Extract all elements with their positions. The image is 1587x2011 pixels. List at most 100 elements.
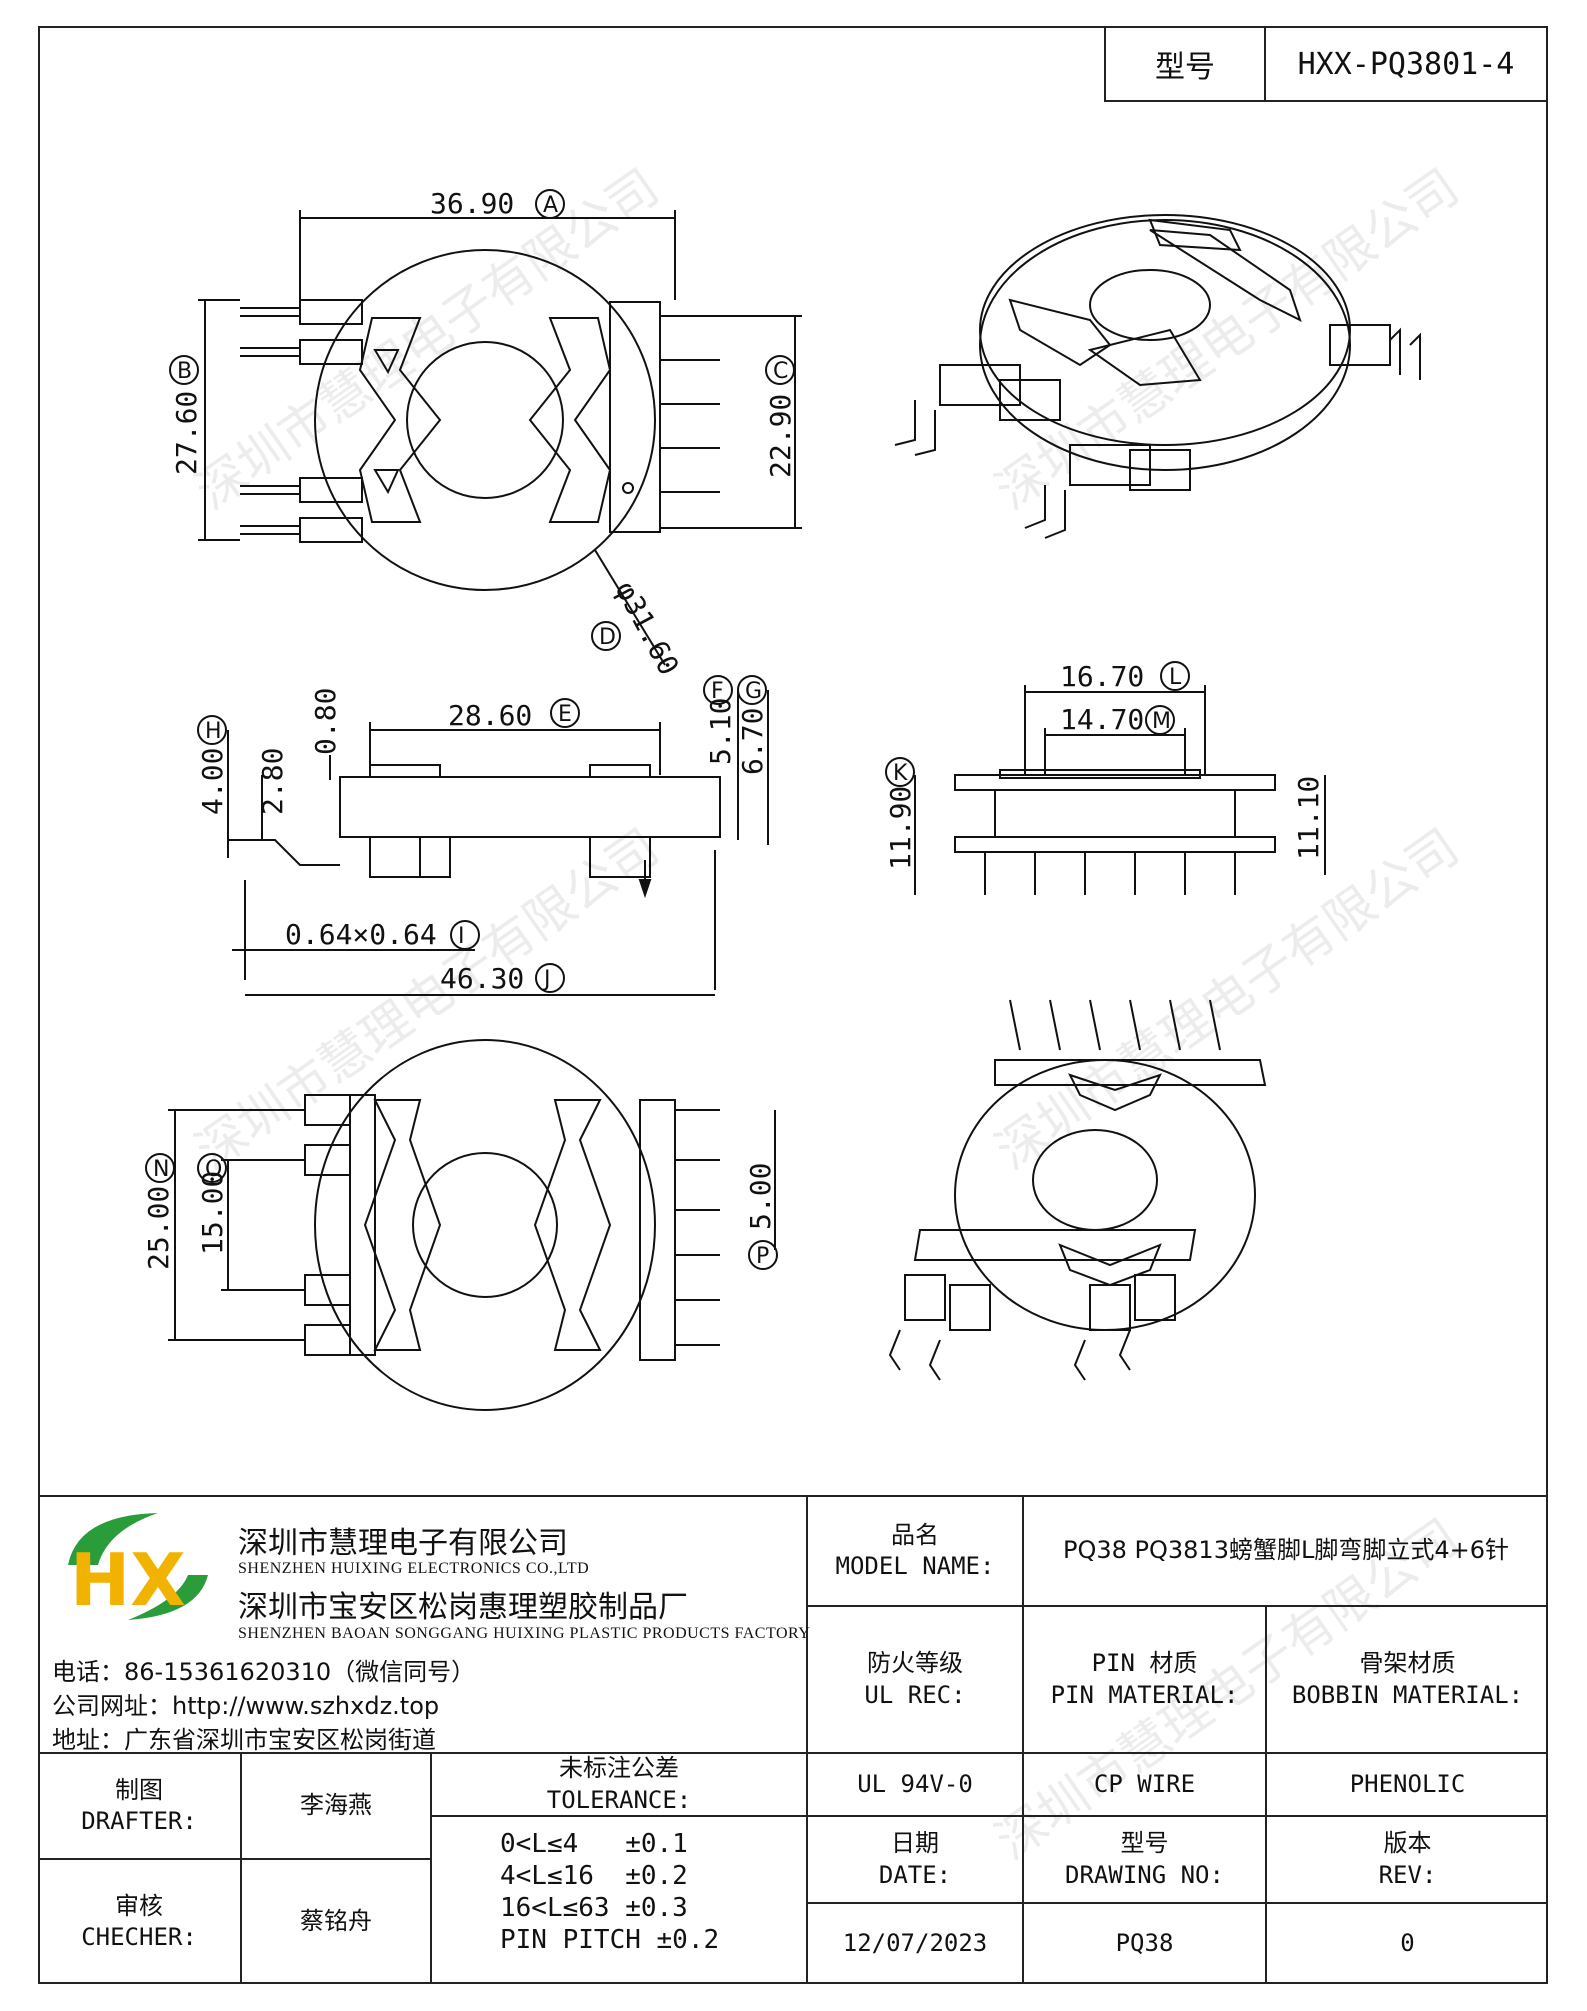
- marker-A: [535, 189, 565, 219]
- bottom-view: [168, 1039, 776, 1411]
- triangle-mark: [373, 349, 400, 375]
- marker-H-label: H: [205, 719, 222, 744]
- left-bracket: [358, 317, 442, 523]
- factory-name-en: SHENZHEN BAOAN SONGGANG HUIXING PLASTIC …: [238, 1625, 811, 1642]
- dim-N-value: 25.00: [142, 1186, 175, 1270]
- rev-value: 0: [1400, 1929, 1415, 1958]
- tolerance-line: 16<L≤63 ±0.3: [500, 1893, 688, 1923]
- company-name-cn: 深圳市慧理电子有限公司: [238, 1526, 568, 1561]
- marker-D: [591, 621, 621, 651]
- side-view: [227, 690, 769, 996]
- bobbin-material-value: PHENOLIC: [1349, 1769, 1466, 1798]
- dim-2-80-value: 2.80: [256, 748, 289, 815]
- dim-P-value: 5.00: [744, 1163, 777, 1230]
- company-website: 公司网址：http://www.szhxdz.top: [52, 1692, 440, 1720]
- dim-H-value: 4.00: [196, 748, 229, 815]
- marker-F: [703, 675, 733, 705]
- dim-G-value: 6.70: [736, 708, 769, 775]
- marker-F-label: F: [711, 679, 724, 704]
- tolerance-line: 0<L≤4 ±0.1: [500, 1829, 688, 1859]
- dim-C-value: 22.90: [764, 394, 797, 478]
- pin1-dot: [622, 482, 634, 494]
- marker-P: [748, 1240, 778, 1270]
- company-logo: HX: [68, 1513, 208, 1622]
- checker-name: 蔡铭舟: [300, 1907, 372, 1936]
- company-address: 地址：广东省深圳市宝安区松岗街道: [52, 1726, 436, 1754]
- title-block: [38, 1495, 1548, 1986]
- marker-H: [197, 715, 227, 745]
- marker-M-label: M: [1152, 709, 1171, 734]
- tolerance-line: PIN PITCH ±0.2: [500, 1925, 720, 1955]
- marker-B: [169, 355, 199, 385]
- dim-11-10-value: 11.10: [1292, 776, 1325, 860]
- dim-M-value: 14.70: [1060, 703, 1144, 736]
- dim-O-value: 15.00: [196, 1171, 229, 1255]
- flange-outline: [314, 249, 656, 591]
- right-pin-strip: [609, 301, 661, 533]
- marker-C-label: C: [773, 359, 788, 384]
- model-number-box: 型号 HXX-PQ3801-4: [1104, 26, 1548, 102]
- marker-G: [737, 675, 767, 705]
- dim-B-value: 27.60: [170, 391, 203, 475]
- dim-D-value: φ31.60: [609, 576, 686, 681]
- company-phone: 电话：86-15361620310（微信同号）: [52, 1658, 476, 1686]
- marker-I: [450, 920, 480, 950]
- marker-E: [550, 698, 580, 728]
- left-pin-block: [299, 299, 363, 325]
- left-pin-block: [299, 339, 363, 365]
- triangle-mark: [373, 469, 400, 495]
- marker-C: [765, 355, 795, 385]
- left-pin-block: [299, 477, 363, 503]
- model-number-value: HXX-PQ3801-4: [1297, 46, 1515, 82]
- marker-L: [1160, 661, 1190, 691]
- marker-D-label: D: [599, 625, 616, 650]
- drawing-no-value: PQ38: [1115, 1929, 1174, 1958]
- marker-G-label: G: [745, 679, 762, 704]
- dim-A-value: 36.90: [430, 187, 514, 220]
- marker-J-label: J: [542, 967, 551, 992]
- marker-I-label: I: [458, 924, 465, 949]
- date-value: 12/07/2023: [842, 1929, 988, 1958]
- isometric-view-top: [894, 214, 1421, 539]
- tolerance-line: 4<L≤16 ±0.2: [500, 1861, 688, 1891]
- technical-drawing: 36.90 A 27.60 B 22.90 C φ31.60 D: [142, 187, 1421, 1411]
- company-name-en: SHENZHEN HUIXING ELECTRONICS CO.,LTD: [238, 1560, 590, 1577]
- model-number-label: 型号: [1106, 28, 1266, 100]
- marker-E-label: E: [558, 702, 572, 727]
- dim-K-value: 11.90: [884, 786, 917, 870]
- right-bracket: [528, 317, 612, 523]
- marker-B-label: B: [177, 359, 192, 384]
- drafter-name: 李海燕: [300, 1791, 372, 1820]
- marker-K-label: K: [893, 761, 908, 786]
- logo-letters: HX: [70, 1538, 186, 1622]
- marker-O: [197, 1153, 227, 1183]
- pin-material-value: CP WIRE: [1093, 1769, 1196, 1798]
- dim-F-value: 5.10: [704, 698, 737, 765]
- marker-N-label: N: [153, 1157, 169, 1182]
- center-hole: [406, 341, 564, 499]
- marker-K: [885, 757, 915, 787]
- model-name-value: PQ38 PQ3813螃蟹脚L脚弯脚立式4+6针: [1063, 1536, 1509, 1565]
- isometric-view-bottom: [888, 999, 1267, 1381]
- marker-M: [1145, 705, 1175, 735]
- front-view: [914, 685, 1326, 895]
- dim-L-value: 16.70: [1060, 660, 1144, 693]
- marker-L-label: L: [1169, 665, 1182, 690]
- marker-N: [145, 1153, 175, 1183]
- dim-I-value: 0.64×0.64: [285, 918, 437, 951]
- left-pin-block: [299, 517, 363, 543]
- dim-0-80-value: 0.80: [309, 688, 342, 755]
- top-view: [198, 210, 802, 666]
- marker-J: [535, 963, 565, 993]
